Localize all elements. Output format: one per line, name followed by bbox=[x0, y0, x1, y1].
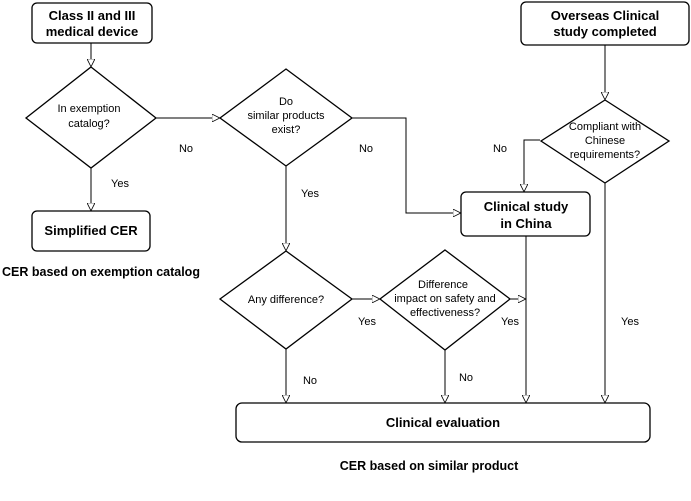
difference-impact-line1: Difference bbox=[418, 279, 468, 291]
edge-label-exemption-no: No bbox=[179, 143, 193, 155]
caption-exemption-route: CER based on exemption catalog bbox=[2, 265, 200, 279]
difference-impact-line2: impact on safety and bbox=[394, 293, 496, 305]
edge-label-compliant-yes: Yes bbox=[621, 316, 639, 328]
edge-label-impact-no: No bbox=[459, 372, 473, 384]
overseas-study-line2: study completed bbox=[553, 24, 656, 39]
clinical-study-china-box: Clinical study in China bbox=[460, 191, 591, 237]
similar-products-line1: Do bbox=[279, 96, 293, 108]
class-device-line2: medical device bbox=[46, 24, 139, 39]
simplified-cer-label: Simplified CER bbox=[44, 223, 138, 238]
edge-label-impact-yes: Yes bbox=[501, 316, 519, 328]
overseas-study-box: Overseas Clinical study completed bbox=[520, 1, 690, 46]
class-device-box: Class II and III medical device bbox=[31, 2, 153, 44]
class-device-line1: Class II and III bbox=[49, 8, 136, 23]
any-difference-decision: Any difference? bbox=[218, 250, 354, 350]
similar-products-decision: Do similar products exist? bbox=[218, 68, 354, 167]
exemption-catalog-line2: catalog? bbox=[68, 118, 110, 130]
caption-similar-route: CER based on similar product bbox=[340, 459, 519, 473]
compliant-line1: Compliant with bbox=[569, 121, 641, 133]
clinical-study-line2: in China bbox=[500, 216, 552, 231]
compliant-line2: Chinese bbox=[585, 135, 625, 147]
exemption-catalog-decision: In exemption catalog? bbox=[24, 66, 158, 169]
exemption-catalog-line1: In exemption bbox=[58, 103, 121, 115]
edge-label-similar-no: No bbox=[359, 143, 373, 155]
clinical-evaluation-box: Clinical evaluation bbox=[235, 402, 651, 443]
edge-similar-no bbox=[352, 117, 460, 213]
overseas-study-line1: Overseas Clinical bbox=[551, 8, 659, 23]
similar-products-line2: similar products bbox=[247, 110, 325, 122]
edge-label-compliant-no: No bbox=[493, 143, 507, 155]
edge-label-any-diff-yes: Yes bbox=[358, 316, 376, 328]
any-difference-label: Any difference? bbox=[248, 294, 324, 306]
difference-impact-line3: effectiveness? bbox=[410, 307, 480, 319]
edge-label-exemption-yes: Yes bbox=[111, 178, 129, 190]
compliant-line3: requirements? bbox=[570, 149, 640, 161]
edge-label-similar-yes: Yes bbox=[301, 188, 319, 200]
compliant-decision: Compliant with Chinese requirements? bbox=[539, 99, 671, 184]
difference-impact-decision: Difference impact on safety and effectiv… bbox=[378, 249, 512, 351]
edge-label-any-diff-no: No bbox=[303, 375, 317, 387]
edge-compliant-no bbox=[524, 139, 540, 191]
similar-products-line3: exist? bbox=[272, 124, 301, 136]
simplified-cer-box: Simplified CER bbox=[31, 210, 151, 252]
clinical-evaluation-label: Clinical evaluation bbox=[386, 415, 500, 430]
clinical-study-line1: Clinical study bbox=[484, 199, 569, 214]
